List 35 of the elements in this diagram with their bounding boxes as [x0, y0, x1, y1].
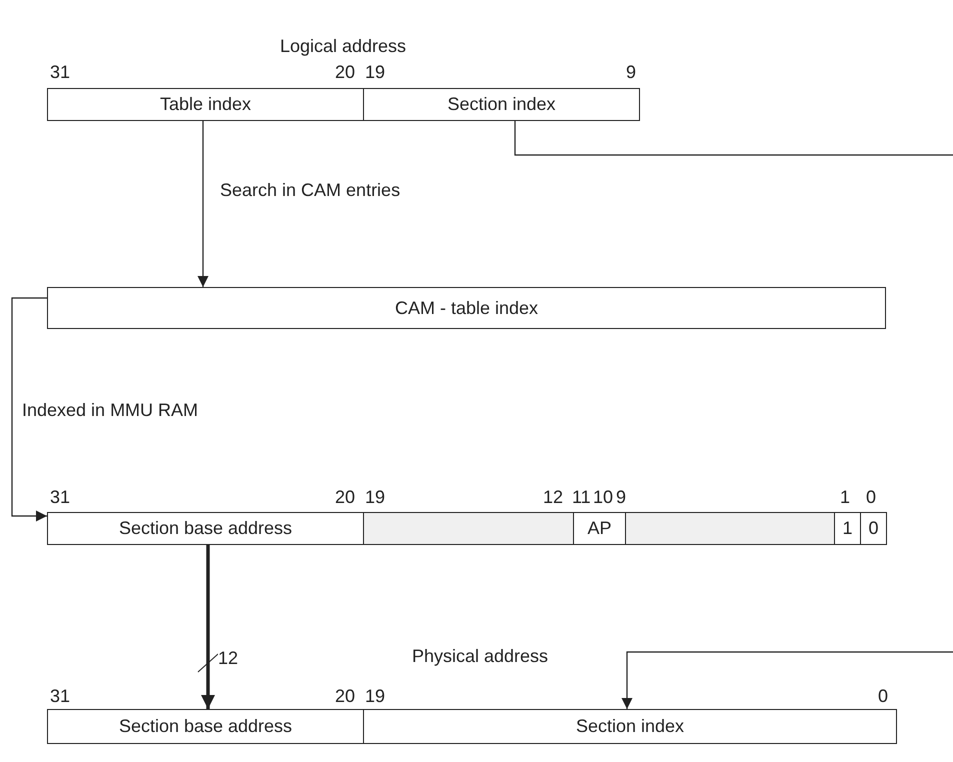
arrow: [198, 121, 208, 287]
bit-number: 31: [50, 686, 70, 706]
bit-field: 0: [860, 512, 887, 545]
bit-number: 19: [365, 487, 386, 507]
bit-field: Section base address: [47, 512, 364, 545]
arrow: [622, 651, 953, 709]
bit-number: 9: [626, 62, 636, 82]
bit-number: 10: [593, 487, 614, 507]
bit-number: 12: [543, 487, 564, 507]
bit-number: 1: [840, 487, 850, 507]
bit-number: 31: [50, 487, 70, 507]
reserved-field: [363, 512, 574, 545]
bit-field: 1: [834, 512, 861, 545]
reserved-field: [625, 512, 835, 545]
connector-line: [514, 121, 953, 156]
bit-number: 31: [50, 62, 70, 82]
arrow: [11, 297, 47, 522]
register-title: Logical address: [280, 36, 406, 56]
bit-field: AP: [573, 512, 626, 545]
bit-number: 19: [365, 62, 386, 82]
bit-field: Section base address: [47, 709, 364, 744]
bit-number: 11: [572, 487, 591, 507]
bit-number: 20: [335, 686, 356, 706]
bit-field: Section index: [363, 709, 897, 744]
bit-field: Table index: [47, 88, 364, 121]
bit-field: Section index: [363, 88, 640, 121]
register-title: Physical address: [412, 646, 548, 666]
bit-field: CAM - table index: [47, 287, 886, 329]
bit-number: 19: [365, 686, 386, 706]
bit-number: 0: [878, 686, 888, 706]
bit-number: 0: [866, 487, 876, 507]
bit-number: 20: [335, 62, 356, 82]
bit-number: 9: [616, 487, 626, 507]
bit-number: 20: [335, 487, 356, 507]
arrow: [198, 545, 218, 709]
